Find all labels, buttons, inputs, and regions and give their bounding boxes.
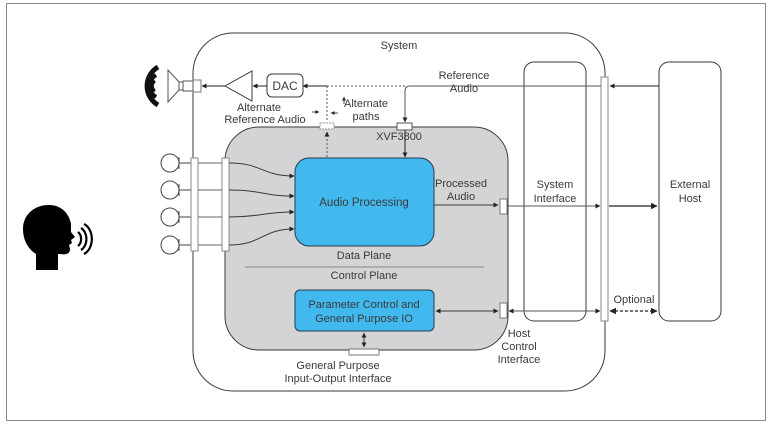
- chip-mic-connector: [221, 157, 230, 252]
- gpio-interface-label-1: General Purpose: [296, 360, 379, 372]
- speaker-icon: [167, 68, 194, 104]
- system-connector-bar: [600, 76, 609, 322]
- microphone-icon: [160, 207, 191, 227]
- gpio-port: [348, 348, 380, 356]
- alt-ref-audio-label-1: Alternate: [237, 102, 281, 114]
- parameter-control-label-2: General Purpose IO: [315, 313, 413, 325]
- reference-audio-label-1: Reference: [439, 70, 490, 82]
- external-host-label-1: External: [670, 179, 710, 191]
- audio-processing-block: [294, 157, 435, 247]
- sound-waves-icon: [144, 64, 160, 108]
- processed-audio-label-2: Audio: [447, 191, 475, 203]
- microphone-icon: [160, 180, 191, 200]
- processed-audio-port: [499, 198, 508, 215]
- reference-audio-line: [402, 85, 601, 123]
- reference-audio-port: [396, 122, 413, 131]
- host-control-port: [499, 302, 508, 319]
- chip-label: XVF3800: [376, 131, 422, 143]
- host-control-label-2: Control: [501, 341, 536, 353]
- alternate-ref-port: [319, 122, 335, 130]
- external-host-label-2: Host: [679, 193, 702, 205]
- external-host-box: [658, 61, 722, 322]
- dac-label: DAC: [272, 79, 298, 93]
- system-interface-label-2: Interface: [534, 193, 577, 205]
- audio-processing-label: Audio Processing: [319, 197, 409, 209]
- gpio-interface-label-2: Input-Output Interface: [284, 373, 391, 385]
- alternate-paths-label-1: Alternate: [344, 98, 388, 110]
- speaker-port: [192, 79, 202, 93]
- microphone-icon: [160, 153, 191, 173]
- parameter-control-label-1: Parameter Control and: [308, 299, 419, 311]
- mic-signal-paths: [228, 162, 295, 246]
- host-control-label-3: Interface: [498, 354, 541, 366]
- microphone-icon: [160, 235, 191, 255]
- data-plane-label: Data Plane: [337, 250, 391, 262]
- system-mic-connector: [190, 157, 199, 252]
- microphone-array: [160, 153, 191, 255]
- amplifier-icon: [223, 70, 253, 102]
- alt-ref-audio-label-2: Reference Audio: [224, 114, 305, 126]
- system-interface-box: [523, 61, 587, 322]
- system-label: System: [381, 40, 418, 52]
- host-control-label-1: Host: [508, 328, 531, 340]
- optional-label: Optional: [614, 294, 655, 306]
- alternate-paths-label-2: paths: [353, 111, 380, 123]
- system-interface-label-1: System: [537, 179, 574, 191]
- parameter-control-block: [294, 289, 435, 332]
- processed-audio-label-1: Processed: [435, 178, 487, 190]
- reference-audio-label-2: Audio: [450, 83, 478, 95]
- talking-person-icon: [23, 205, 93, 270]
- mic-bus-lines: [198, 162, 222, 246]
- control-plane-label: Control Plane: [331, 270, 398, 282]
